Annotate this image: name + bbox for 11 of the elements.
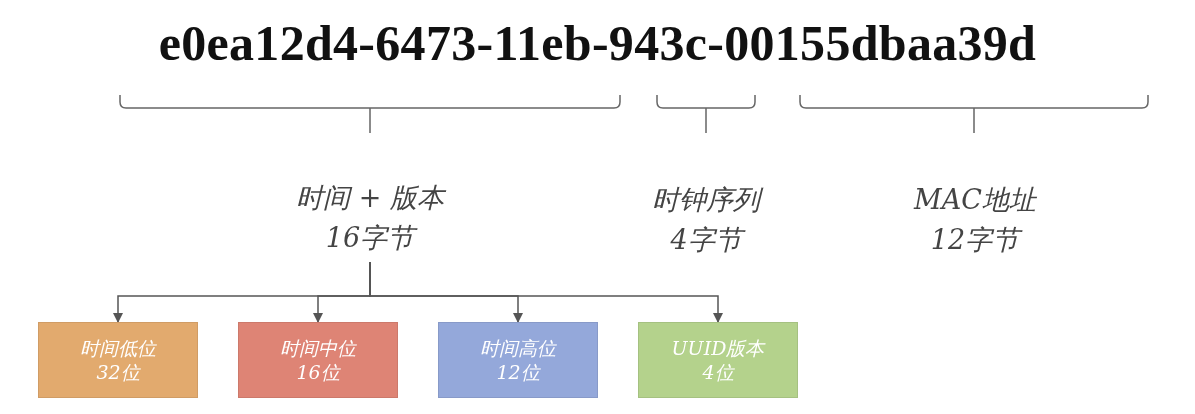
- field-box: 时间高位 12位: [438, 322, 598, 398]
- field-box: 时间中位 16位: [238, 322, 398, 398]
- group-label: MAC地址: [912, 183, 1038, 217]
- field-box: UUID版本 4位: [638, 322, 798, 398]
- group-label: 时间 + 版本: [296, 181, 444, 215]
- group-label: 时钟序列: [606, 180, 806, 220]
- uuid-string: e0ea12d4-6473-11eb-943c-00155dbaa39d: [157, 14, 1038, 72]
- arrow: [369, 261, 723, 323]
- field-box: 时间低位 32位: [38, 322, 198, 398]
- size-label: 4字节: [606, 220, 806, 260]
- size-label: 12字节: [875, 220, 1075, 260]
